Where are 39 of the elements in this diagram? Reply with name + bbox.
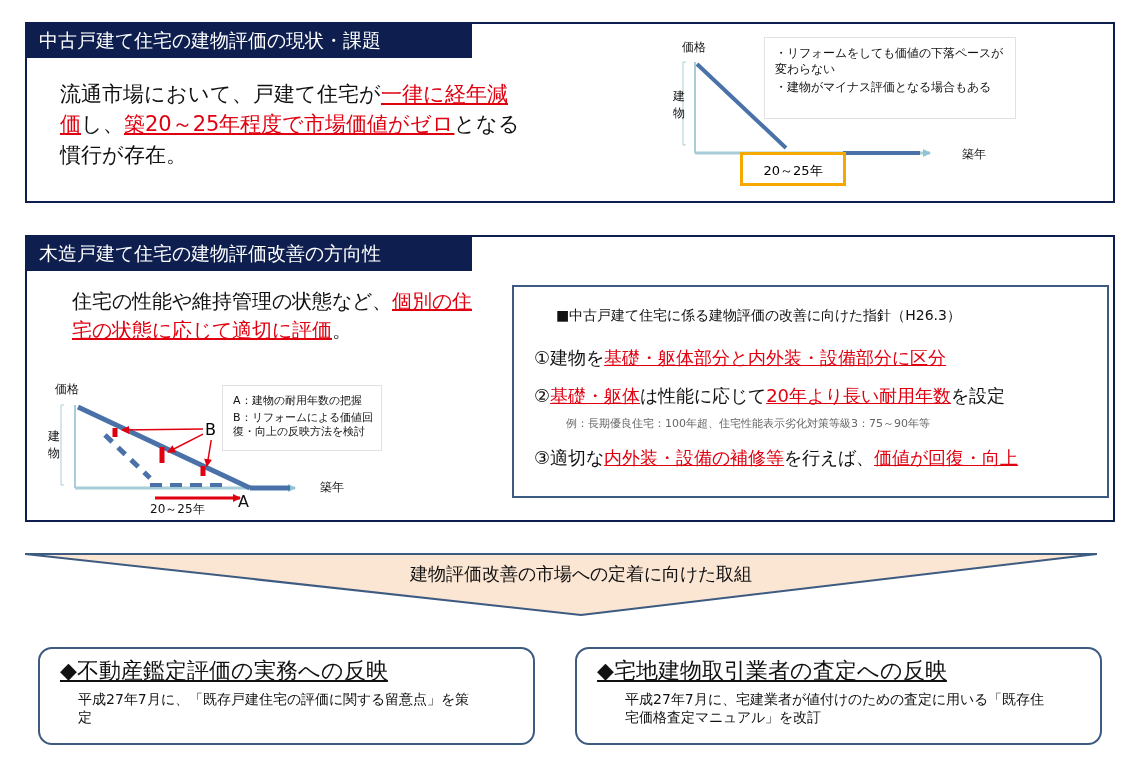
description-text: 平成27年7月に、宅建業者が値付けのための査定に用いる「既存住宅価格査定マニュアル」を改訂 [625, 691, 1045, 726]
note-text: A：建物の耐用年数の把握 [233, 394, 363, 409]
description-text: 平成27年7月に、「既存戸建住宅の評価に関する留意点」を策定 [78, 691, 470, 726]
guideline-item: ③適切な内外装・設備の補修等を行えば、価値が回復・向上 [534, 447, 1019, 470]
period-box: 20～25年 [740, 152, 846, 186]
panel [25, 235, 1115, 522]
guideline-item: ①建物を基礎・躯体部分と内外装・設備部分に区分 [534, 347, 947, 370]
chevron-band [25, 552, 1097, 617]
guideline-item: ②基礎・躯体は性能に応じて20年より長い耐用年数を設定 [534, 385, 1006, 408]
axis-label: 築年 [320, 480, 344, 495]
panel-heading: 木造戸建て住宅の建物評価改善の方向性 [27, 237, 472, 271]
note-text: B：リフォームによる価値回復・向上の反映方法を検討 [233, 411, 374, 440]
callout-letter: A [238, 492, 249, 512]
axis-label: 20～25年 [150, 502, 205, 517]
leader-line [204, 439, 213, 467]
axis-label: 価格 [682, 40, 706, 55]
callout-letter: B [205, 420, 225, 442]
example-note: 例：長期優良住宅：100年超、住宅性能表示劣化対策等級3：75～90年等 [566, 417, 930, 431]
axis-label: 建物 [48, 428, 61, 462]
note-text: ・リフォームをしても価値の下落ペースが変わらない [775, 46, 1004, 78]
note-box [222, 385, 382, 451]
leader-line [121, 425, 204, 434]
band-label: 建物評価改善の市場への定着に向けた取組 [409, 563, 753, 586]
panel [25, 22, 1115, 203]
panel-heading: 中古戸建て住宅の建物評価の現状・課題 [27, 24, 472, 58]
leader-line [167, 433, 204, 453]
note-box [764, 37, 1016, 119]
description-text: 住宅の性能や維持管理の状態など、個別の住宅の状態に応じて適切に評価。 [72, 288, 472, 344]
action-box [575, 647, 1102, 745]
box-heading: ◆不動産鑑定評価の実務への反映 [60, 657, 388, 685]
axis-label: 価格 [55, 382, 79, 397]
guideline-box [512, 285, 1109, 498]
description-text: 流通市場において、戸建て住宅が一律に経年減価し、築20～25年程度で市場価値がゼロとなる慣行が存在。 [60, 81, 522, 169]
action-box [38, 647, 535, 745]
axis-label: 建物 [673, 88, 686, 122]
note-text: ・建物がマイナス評価となる場合もある [775, 80, 992, 96]
box-heading: ■中古戸建て住宅に係る建物評価の改善に向けた指針（H26.3） [556, 307, 961, 325]
box-heading: ◆宅地建物取引業者の査定への反映 [597, 657, 947, 685]
axis-label: 築年 [962, 147, 986, 162]
